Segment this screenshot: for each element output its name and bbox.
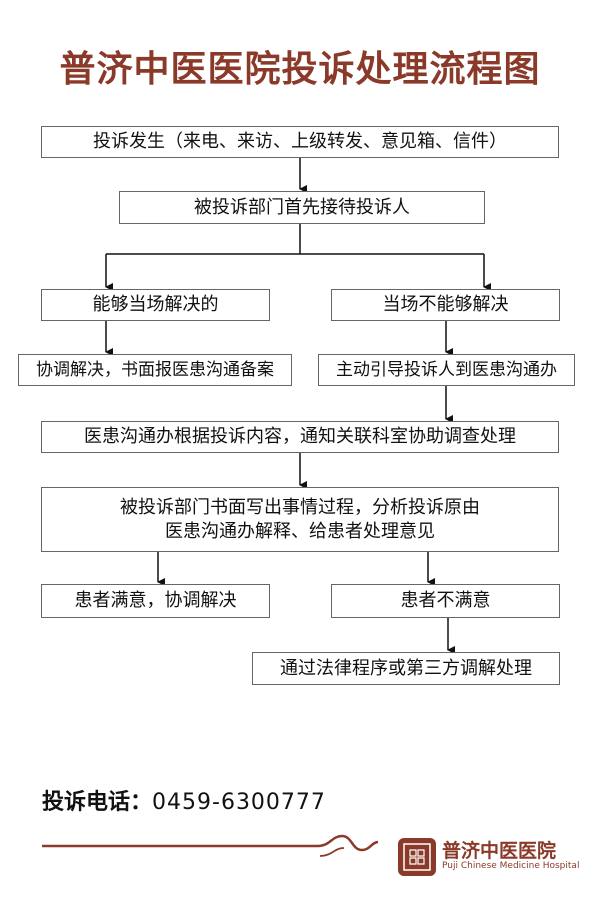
box-resolvable-on-spot-label: 能够当场解决的 (92, 294, 219, 315)
box-patient-satisfied: 患者满意，协调解决 (41, 584, 270, 618)
box-coordinate-record-label: 协调解决，书面报医患沟通备案 (36, 360, 274, 380)
box-not-resolvable-on-spot: 当场不能够解决 (331, 289, 560, 321)
footer-scroll-ornament (317, 834, 379, 852)
seal-pattern (403, 843, 431, 871)
phone-number: 0459-6300777 (152, 790, 326, 815)
box-department-reception-label: 被投诉部门首先接待投诉人 (194, 196, 410, 218)
brand-name: 普济中医医院 (442, 840, 557, 862)
footer-scroll-ornament-small (319, 847, 345, 857)
box-guide-to-office-label: 主动引导投诉人到医患沟通办 (336, 360, 557, 380)
box-complaint-occurs-label: 投诉发生（来电、来访、上级转发、意见箱、信件） (93, 131, 507, 152)
box-department-reception: 被投诉部门首先接待投诉人 (119, 191, 485, 224)
box-office-investigation: 医患沟通办根据投诉内容，通知关联科室协助调查处理 (41, 421, 559, 453)
box-guide-to-office: 主动引导投诉人到医患沟通办 (318, 354, 575, 386)
box-patient-satisfied-label: 患者满意，协调解决 (74, 590, 237, 611)
complaint-phone: 投诉电话：0459-6300777 (42, 784, 326, 816)
box-resolvable-on-spot: 能够当场解决的 (41, 289, 270, 321)
box-office-investigation-label: 医患沟通办根据投诉内容，通知关联科室协助调查处理 (84, 426, 516, 447)
phone-label: 投诉电话： (42, 790, 153, 815)
box-written-process: 被投诉部门书面写出事情过程，分析投诉原由 医患沟通办解释、给患者处理意见 (41, 487, 559, 552)
page-title: 普济中医医院投诉处理流程图 (59, 48, 541, 90)
box-legal-mediation-label: 通过法律程序或第三方调解处理 (280, 657, 532, 679)
box-patient-unsatisfied-label: 患者不满意 (400, 590, 491, 611)
box-legal-mediation: 通过法律程序或第三方调解处理 (252, 652, 560, 685)
box-not-resolvable-on-spot-label: 当场不能够解决 (382, 294, 509, 315)
hospital-seal-icon (398, 838, 436, 876)
box-written-process-line2: 医患沟通办解释、给患者处理意见 (165, 520, 435, 542)
box-complaint-occurs: 投诉发生（来电、来访、上级转发、意见箱、信件） (41, 126, 559, 158)
brand-english: Puji Chinese Medicine Hospital (442, 861, 580, 871)
box-coordinate-record: 协调解决，书面报医患沟通备案 (18, 354, 292, 386)
box-written-process-line1: 被投诉部门书面写出事情过程，分析投诉原由 (120, 496, 480, 518)
box-patient-unsatisfied: 患者不满意 (331, 584, 560, 618)
